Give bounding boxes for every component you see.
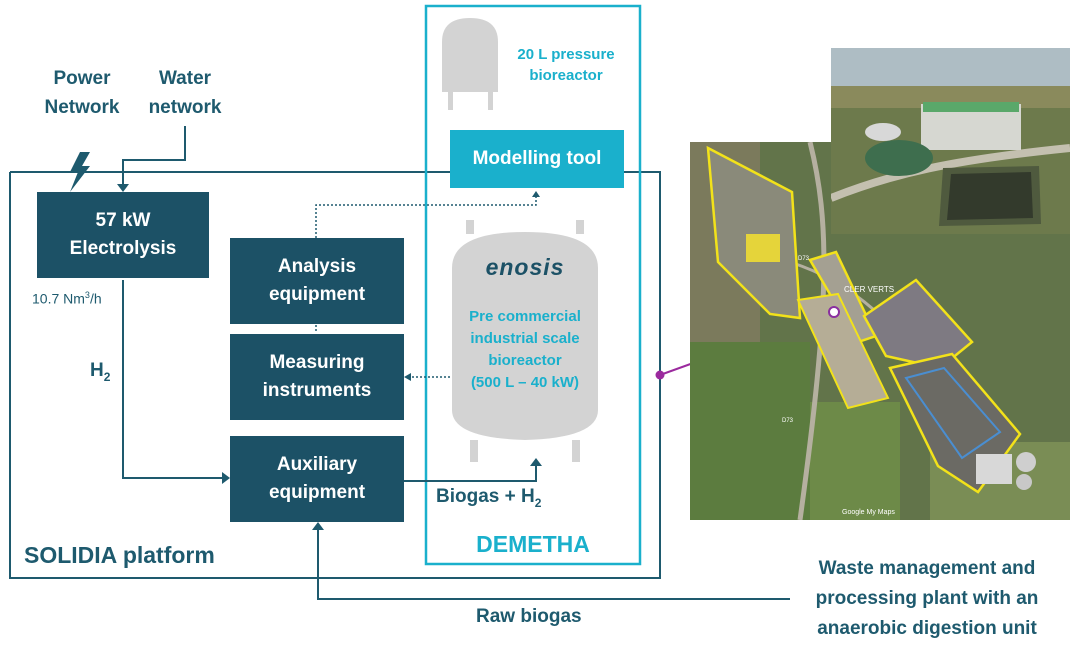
plant-description: Waste management and processing plant wi… bbox=[792, 554, 1062, 644]
h2-arrow-head bbox=[222, 472, 230, 484]
measuring-line2: instruments bbox=[262, 380, 372, 401]
h2-sub: 2 bbox=[103, 369, 111, 384]
lightning-icon bbox=[70, 152, 90, 192]
enosis-logo: enosis bbox=[466, 254, 584, 281]
large-reactor-label: Pre commercial industrial scale bioreact… bbox=[458, 306, 592, 394]
demetha-text: DEMETHA bbox=[476, 531, 590, 557]
analysis-equipment-box: Analysis equipment bbox=[230, 238, 404, 324]
flow-rate-value: 10.7 Nm bbox=[32, 290, 85, 307]
plant-line3: anaerobic digestion unit bbox=[817, 618, 1037, 639]
biogas-arrow-head bbox=[530, 458, 542, 466]
aerial-photo-graphic bbox=[831, 48, 1070, 234]
water-label-line2: network bbox=[148, 97, 222, 118]
water-arrow-head bbox=[117, 184, 129, 192]
electrolysis-line1: 57 kW bbox=[95, 210, 151, 231]
power-label-line2: Network bbox=[44, 97, 120, 118]
map-road-label-2: D73 bbox=[782, 418, 794, 424]
map-pointer-dot bbox=[655, 370, 665, 380]
large-reactor-line4: (500 L – 40 kW) bbox=[470, 374, 580, 391]
analysis-line2: equipment bbox=[268, 284, 366, 305]
aerial-photo bbox=[831, 48, 1070, 234]
flow-rate-sup: 3 bbox=[84, 290, 90, 300]
power-network-label: Power Network bbox=[34, 64, 130, 122]
auxiliary-line1: Auxiliary bbox=[276, 454, 358, 475]
measuring-instruments-box: Measuring instruments bbox=[230, 334, 404, 420]
modelling-tool-label: Modelling tool bbox=[472, 148, 602, 169]
water-arrow bbox=[122, 126, 186, 186]
flow-rate-label: 10.7 Nm3/h bbox=[32, 290, 102, 307]
small-reactor-line1: 20 L pressure bbox=[517, 46, 615, 63]
power-label-line1: Power bbox=[53, 68, 111, 89]
dotted-model-head bbox=[532, 191, 540, 197]
raw-biogas-line bbox=[317, 530, 790, 600]
analysis-line1: Analysis bbox=[277, 256, 357, 277]
dotted-measuring-head bbox=[404, 373, 411, 381]
large-reactor-icon bbox=[452, 220, 598, 462]
solidia-platform-label: SOLIDIA platform bbox=[24, 542, 215, 569]
solidia-platform-text: SOLIDIA platform bbox=[24, 542, 215, 568]
raw-biogas-text: Raw biogas bbox=[476, 606, 582, 627]
electrolysis-box: 57 kW Electrolysis bbox=[37, 192, 209, 278]
map-road-label-1: D73 bbox=[798, 256, 810, 262]
demetha-frame bbox=[424, 4, 642, 566]
large-reactor-line1: Pre commercial bbox=[469, 308, 581, 325]
h2-label: H2 bbox=[90, 360, 110, 384]
raw-biogas-arrow-head bbox=[312, 522, 324, 530]
large-reactor-line2: industrial scale bbox=[470, 330, 580, 347]
map-place-label: CLER VERTS bbox=[844, 285, 894, 294]
h2-line bbox=[122, 280, 222, 479]
small-reactor-label: 20 L pressure bioreactor bbox=[506, 44, 626, 86]
measuring-line1: Measuring bbox=[269, 352, 365, 373]
demetha-label: DEMETHA bbox=[426, 531, 640, 558]
plant-line1: Waste management and bbox=[818, 558, 1036, 579]
solidia-frame bbox=[9, 171, 661, 579]
biogas-h2-label: Biogas + H2 bbox=[436, 486, 541, 510]
large-reactor-line3: bioreactor bbox=[488, 352, 562, 369]
water-label-line1: Water bbox=[158, 68, 212, 89]
biogas-h2-main: Biogas + H bbox=[436, 486, 535, 507]
small-reactor-icon bbox=[442, 18, 498, 110]
auxiliary-line2: equipment bbox=[268, 482, 366, 503]
plant-line2: processing plant with an bbox=[815, 588, 1039, 609]
map-credit: Google My Maps bbox=[842, 509, 895, 516]
raw-biogas-label: Raw biogas bbox=[476, 606, 582, 628]
auxiliary-equipment-box: Auxiliary equipment bbox=[230, 436, 404, 522]
electrolysis-line2: Electrolysis bbox=[69, 238, 177, 259]
dotted-analysis-model bbox=[315, 196, 537, 238]
satellite-map-graphic: CLER VERTS D73 D73 Google My Maps bbox=[690, 142, 1070, 520]
enosis-logo-text: enosis bbox=[485, 254, 565, 280]
biogas-h2-sub: 2 bbox=[534, 495, 542, 510]
modelling-tool-box: Modelling tool bbox=[450, 130, 624, 188]
flow-rate-unit: /h bbox=[89, 290, 102, 307]
small-reactor-line2: bioreactor bbox=[529, 67, 603, 84]
water-network-label: Water network bbox=[136, 64, 234, 122]
biogas-line bbox=[404, 466, 537, 482]
h2-main: H bbox=[90, 360, 104, 381]
